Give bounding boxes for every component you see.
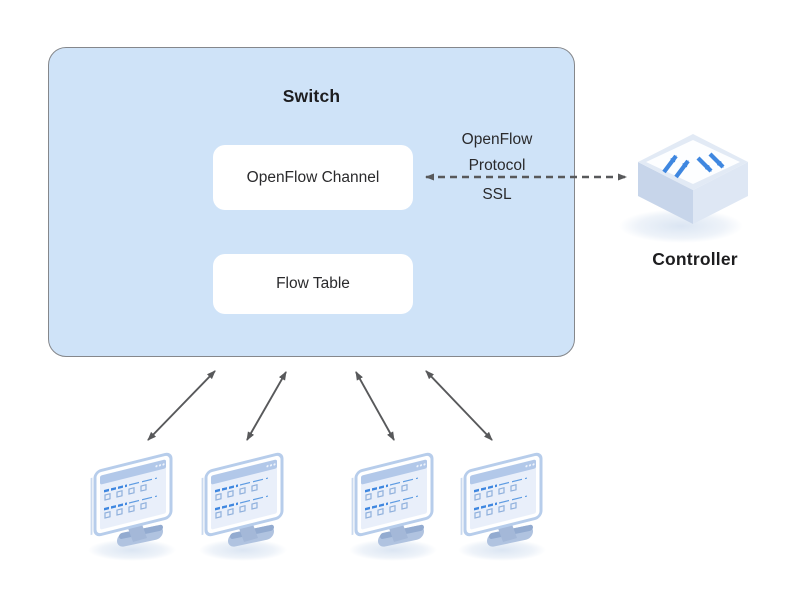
controller-3d-icon xyxy=(619,134,748,243)
flow-table-label: Flow Table xyxy=(276,275,350,292)
host-monitor-icon-3 xyxy=(347,451,439,563)
controller-label: Controller xyxy=(652,249,738,269)
link-label-line-3: SSL xyxy=(482,186,512,203)
host-monitor-icon-4 xyxy=(456,451,548,563)
openflow-protocol-label: OpenFlow Protocol SSL xyxy=(437,127,557,208)
switch-host-arrow-4 xyxy=(425,370,493,441)
host-monitor-icon-1 xyxy=(86,451,178,563)
link-label-line-2: Protocol xyxy=(468,157,526,174)
switch-host-arrow-1 xyxy=(147,370,216,441)
switch-host-arrow-3 xyxy=(355,371,395,441)
host-monitor-icon-2 xyxy=(197,451,289,563)
switch-title: Switch xyxy=(282,86,341,106)
switch-box: Switch OpenFlow Channel Flow Table xyxy=(48,47,575,357)
flow-table-box: Flow Table xyxy=(213,254,413,314)
switch-host-arrow-2 xyxy=(246,371,287,441)
link-label-line-1: OpenFlow xyxy=(461,131,533,148)
openflow-channel-label: OpenFlow Channel xyxy=(246,168,380,186)
openflow-channel-box: OpenFlow Channel xyxy=(213,145,413,210)
